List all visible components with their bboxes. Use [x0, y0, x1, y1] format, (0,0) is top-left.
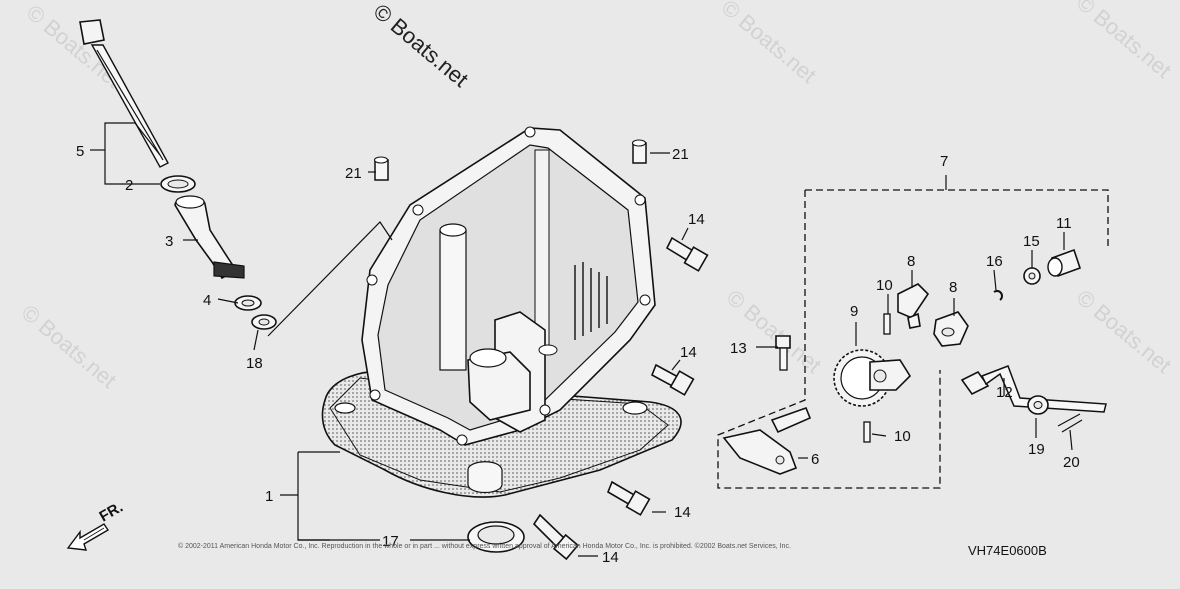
governor-arm-shaft-part[interactable] — [960, 365, 1107, 413]
watermark-main: © Boats.net — [369, 0, 473, 92]
callout-18: 18 — [246, 355, 263, 372]
callout-16: 16 — [986, 253, 1003, 270]
flange-bolt-13-part[interactable] — [775, 335, 791, 371]
group-7-outline-left — [717, 190, 941, 489]
callout-14-top: 14 — [688, 211, 705, 228]
callout-21-right: 21 — [672, 146, 689, 163]
o-ring-part[interactable] — [160, 175, 196, 193]
governor-gear-part[interactable] — [833, 349, 912, 407]
dipstick-part[interactable] — [79, 19, 169, 168]
callout-6: 6 — [811, 451, 819, 468]
governor-holder-part[interactable] — [722, 406, 812, 475]
callout-14-bottom: 14 — [602, 549, 619, 566]
callout-15: 15 — [1023, 233, 1040, 250]
oil-seal-part[interactable] — [467, 521, 525, 553]
callout-5: 5 — [76, 143, 84, 160]
watermark-tile: © Boats.net — [722, 285, 826, 378]
pin-20-part[interactable] — [1057, 413, 1083, 433]
watermark-tile: © Boats.net — [717, 0, 821, 88]
callout-9: 9 — [850, 303, 858, 320]
governor-weight-part[interactable] — [933, 311, 969, 347]
circlip-part[interactable] — [993, 290, 1003, 301]
callout-12: 12 — [996, 384, 1013, 401]
front-direction-arrow: FR. — [66, 499, 126, 551]
callout-labels: 5 2 3 4 18 21 21 14 14 14 14 1 17 7 13 6… — [76, 143, 1080, 566]
oil-case-part[interactable] — [321, 126, 682, 498]
dowel-pin-part[interactable] — [374, 156, 389, 181]
pin-part[interactable] — [883, 313, 891, 335]
callout-19: 19 — [1028, 441, 1045, 458]
governor-shaft-holder-part[interactable] — [1047, 248, 1082, 278]
washer-part[interactable] — [234, 295, 262, 311]
group-7-outline — [805, 189, 1109, 248]
callout-3: 3 — [165, 233, 173, 250]
filler-pipe-part[interactable] — [174, 195, 245, 280]
watermark-tile: © Boats.net — [1072, 0, 1176, 83]
pin-part[interactable] — [863, 421, 871, 443]
dowel-pin-part[interactable] — [632, 139, 647, 164]
watermark-tile: © Boats.net — [1072, 285, 1176, 378]
clip-part[interactable] — [251, 314, 277, 330]
callout-14-low: 14 — [674, 504, 691, 521]
callout-21-left: 21 — [345, 165, 362, 182]
callout-14-mid: 14 — [680, 344, 697, 361]
callout-8-left: 8 — [907, 253, 915, 270]
callout-20: 20 — [1063, 454, 1080, 471]
callout-11: 11 — [1056, 215, 1072, 232]
watermark-tile: © Boats.net — [17, 300, 121, 393]
governor-weight-part[interactable] — [897, 283, 930, 329]
callout-1: 1 — [265, 488, 273, 505]
callout-7: 7 — [940, 153, 948, 170]
flange-bolt-part[interactable] — [650, 363, 695, 396]
front-label: FR. — [97, 499, 126, 526]
flange-bolt-part[interactable] — [665, 236, 709, 272]
callout-10-top: 10 — [876, 277, 893, 294]
flange-bolt-part[interactable] — [532, 513, 580, 561]
washer-15-part[interactable] — [1023, 267, 1041, 285]
washer-19-part[interactable] — [1027, 395, 1049, 415]
callout-10-bottom: 10 — [894, 428, 911, 445]
leader-lines — [90, 122, 1073, 557]
copyright-text: © 2002-2011 American Honda Motor Co., In… — [178, 542, 791, 550]
flange-bolt-part[interactable] — [607, 480, 651, 516]
callout-17: 17 — [382, 533, 399, 550]
callout-8-right: 8 — [949, 279, 957, 296]
callout-13: 13 — [730, 340, 747, 357]
callout-2: 2 — [125, 177, 133, 194]
diagram-code: VH74E0600B — [968, 543, 1047, 558]
callout-4: 4 — [203, 292, 211, 309]
